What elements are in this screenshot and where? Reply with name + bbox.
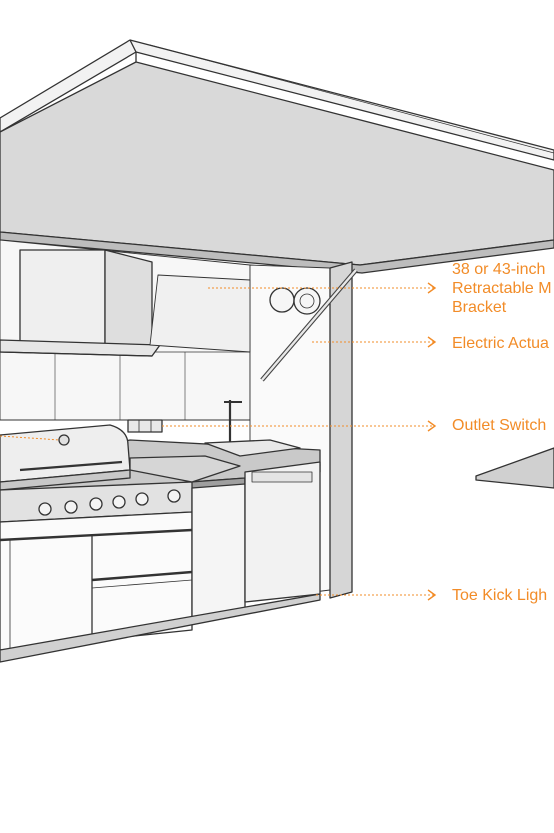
callout-actuator: Electric Actua [452,334,549,353]
callout-actuator-line-1: Electric Actua [452,335,549,352]
callout-bracket-line-3: Bracket [452,299,507,316]
range-hood [0,249,251,357]
grill [0,424,241,523]
roof-panel [0,39,554,274]
side-panel [475,447,554,489]
callout-toekick-line-1: Toe Kick Ligh [452,587,548,604]
callout-bracket: 38 or 43-inch Retractable M Bracket [452,260,552,317]
callout-bracket-line-2: Retractable M [452,280,552,297]
callout-outlet: Outlet Switch [452,416,546,435]
callout-toekick: Toe Kick Ligh [452,586,547,605]
callout-outlet-line-1: Outlet Switch [452,417,547,434]
outlet-plate [127,419,163,433]
callout-bracket-line-1: 38 or 43-inch [452,261,546,278]
lower-cabinets [0,461,321,663]
